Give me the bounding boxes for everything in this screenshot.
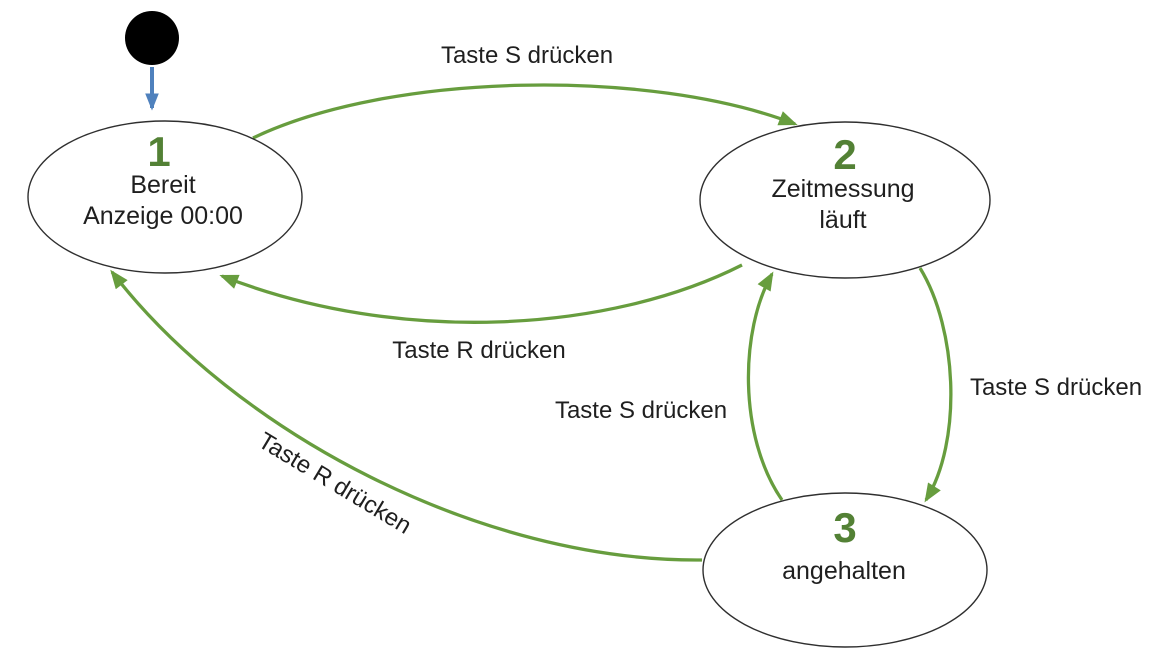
state-3: 3 angehalten: [702, 492, 988, 648]
transition-2-to-3-label: Taste S drücken: [970, 374, 1142, 401]
transition-2-to-3-arrow: [918, 267, 953, 503]
state-1-label-line1: Bereit: [130, 171, 195, 199]
transition-3-to-1-label: Taste R drücken: [253, 427, 416, 539]
state-1: 1 Bereit Anzeige 00:00: [27, 120, 303, 274]
transition-3-to-1-arrow: [110, 269, 703, 562]
state-3-label-line1: angehalten: [782, 557, 906, 585]
state-2-ellipse: [699, 121, 991, 279]
transition-3-to-2-label: Taste S drücken: [555, 397, 727, 424]
state-1-ellipse: [27, 120, 303, 274]
initial-state-dot: [125, 11, 179, 65]
state-2-label-line1: Zeitmessung: [771, 175, 914, 203]
state-2: 2 Zeitmessung läuft: [699, 121, 991, 279]
transition-2-to-1-label: Taste R drücken: [392, 337, 565, 364]
transition-1-to-2-arrow: [252, 83, 798, 140]
state-1-label-line2: Anzeige 00:00: [83, 202, 243, 230]
transition-1-to-2-label: Taste S drücken: [441, 42, 613, 69]
state-2-label-line2: läuft: [819, 206, 866, 234]
transition-3-to-2-arrow: [746, 271, 784, 501]
state-2-number: 2: [833, 131, 856, 178]
state-3-ellipse: [702, 492, 988, 648]
state-1-number: 1: [147, 128, 170, 175]
state-3-number: 3: [833, 504, 856, 551]
transition-2-to-1-arrow: [219, 263, 743, 324]
